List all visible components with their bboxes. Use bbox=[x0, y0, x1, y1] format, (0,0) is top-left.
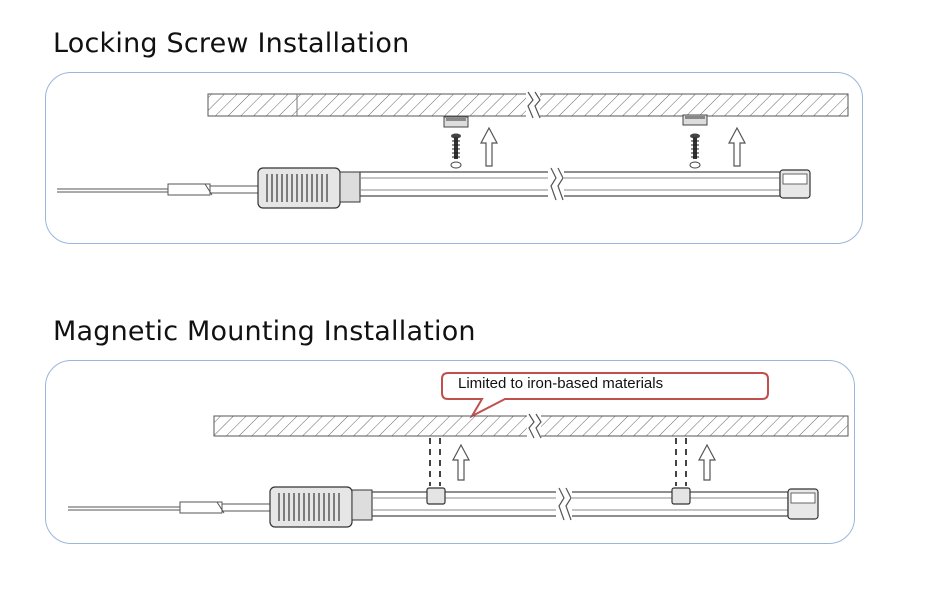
screw-left bbox=[450, 133, 462, 169]
arrow-up-icon bbox=[698, 443, 716, 481]
led-light-bar bbox=[359, 167, 811, 201]
magnetic-mounting-title: Magnetic Mounting Installation bbox=[53, 316, 476, 347]
magnet-left bbox=[426, 487, 446, 505]
magnet-guide-left bbox=[429, 438, 441, 486]
arrow-up-icon bbox=[480, 126, 498, 167]
callout-text: Limited to iron-based materials bbox=[458, 375, 664, 392]
magnet-right bbox=[671, 487, 691, 505]
ceiling-surface bbox=[207, 91, 849, 119]
ceiling-surface bbox=[213, 413, 849, 439]
power-cable bbox=[68, 501, 270, 514]
locking-screw-title: Locking Screw Installation bbox=[53, 28, 410, 59]
arrow-up-icon bbox=[728, 126, 746, 167]
mounting-clip-left bbox=[443, 116, 469, 128]
callout-box bbox=[441, 372, 769, 419]
mounting-clip-right bbox=[682, 114, 708, 126]
power-cable bbox=[57, 183, 258, 196]
driver-box bbox=[257, 167, 361, 209]
arrow-up-icon bbox=[452, 443, 470, 481]
screw-right bbox=[689, 133, 701, 169]
driver-box bbox=[269, 486, 373, 528]
magnet-guide-right bbox=[675, 438, 687, 486]
